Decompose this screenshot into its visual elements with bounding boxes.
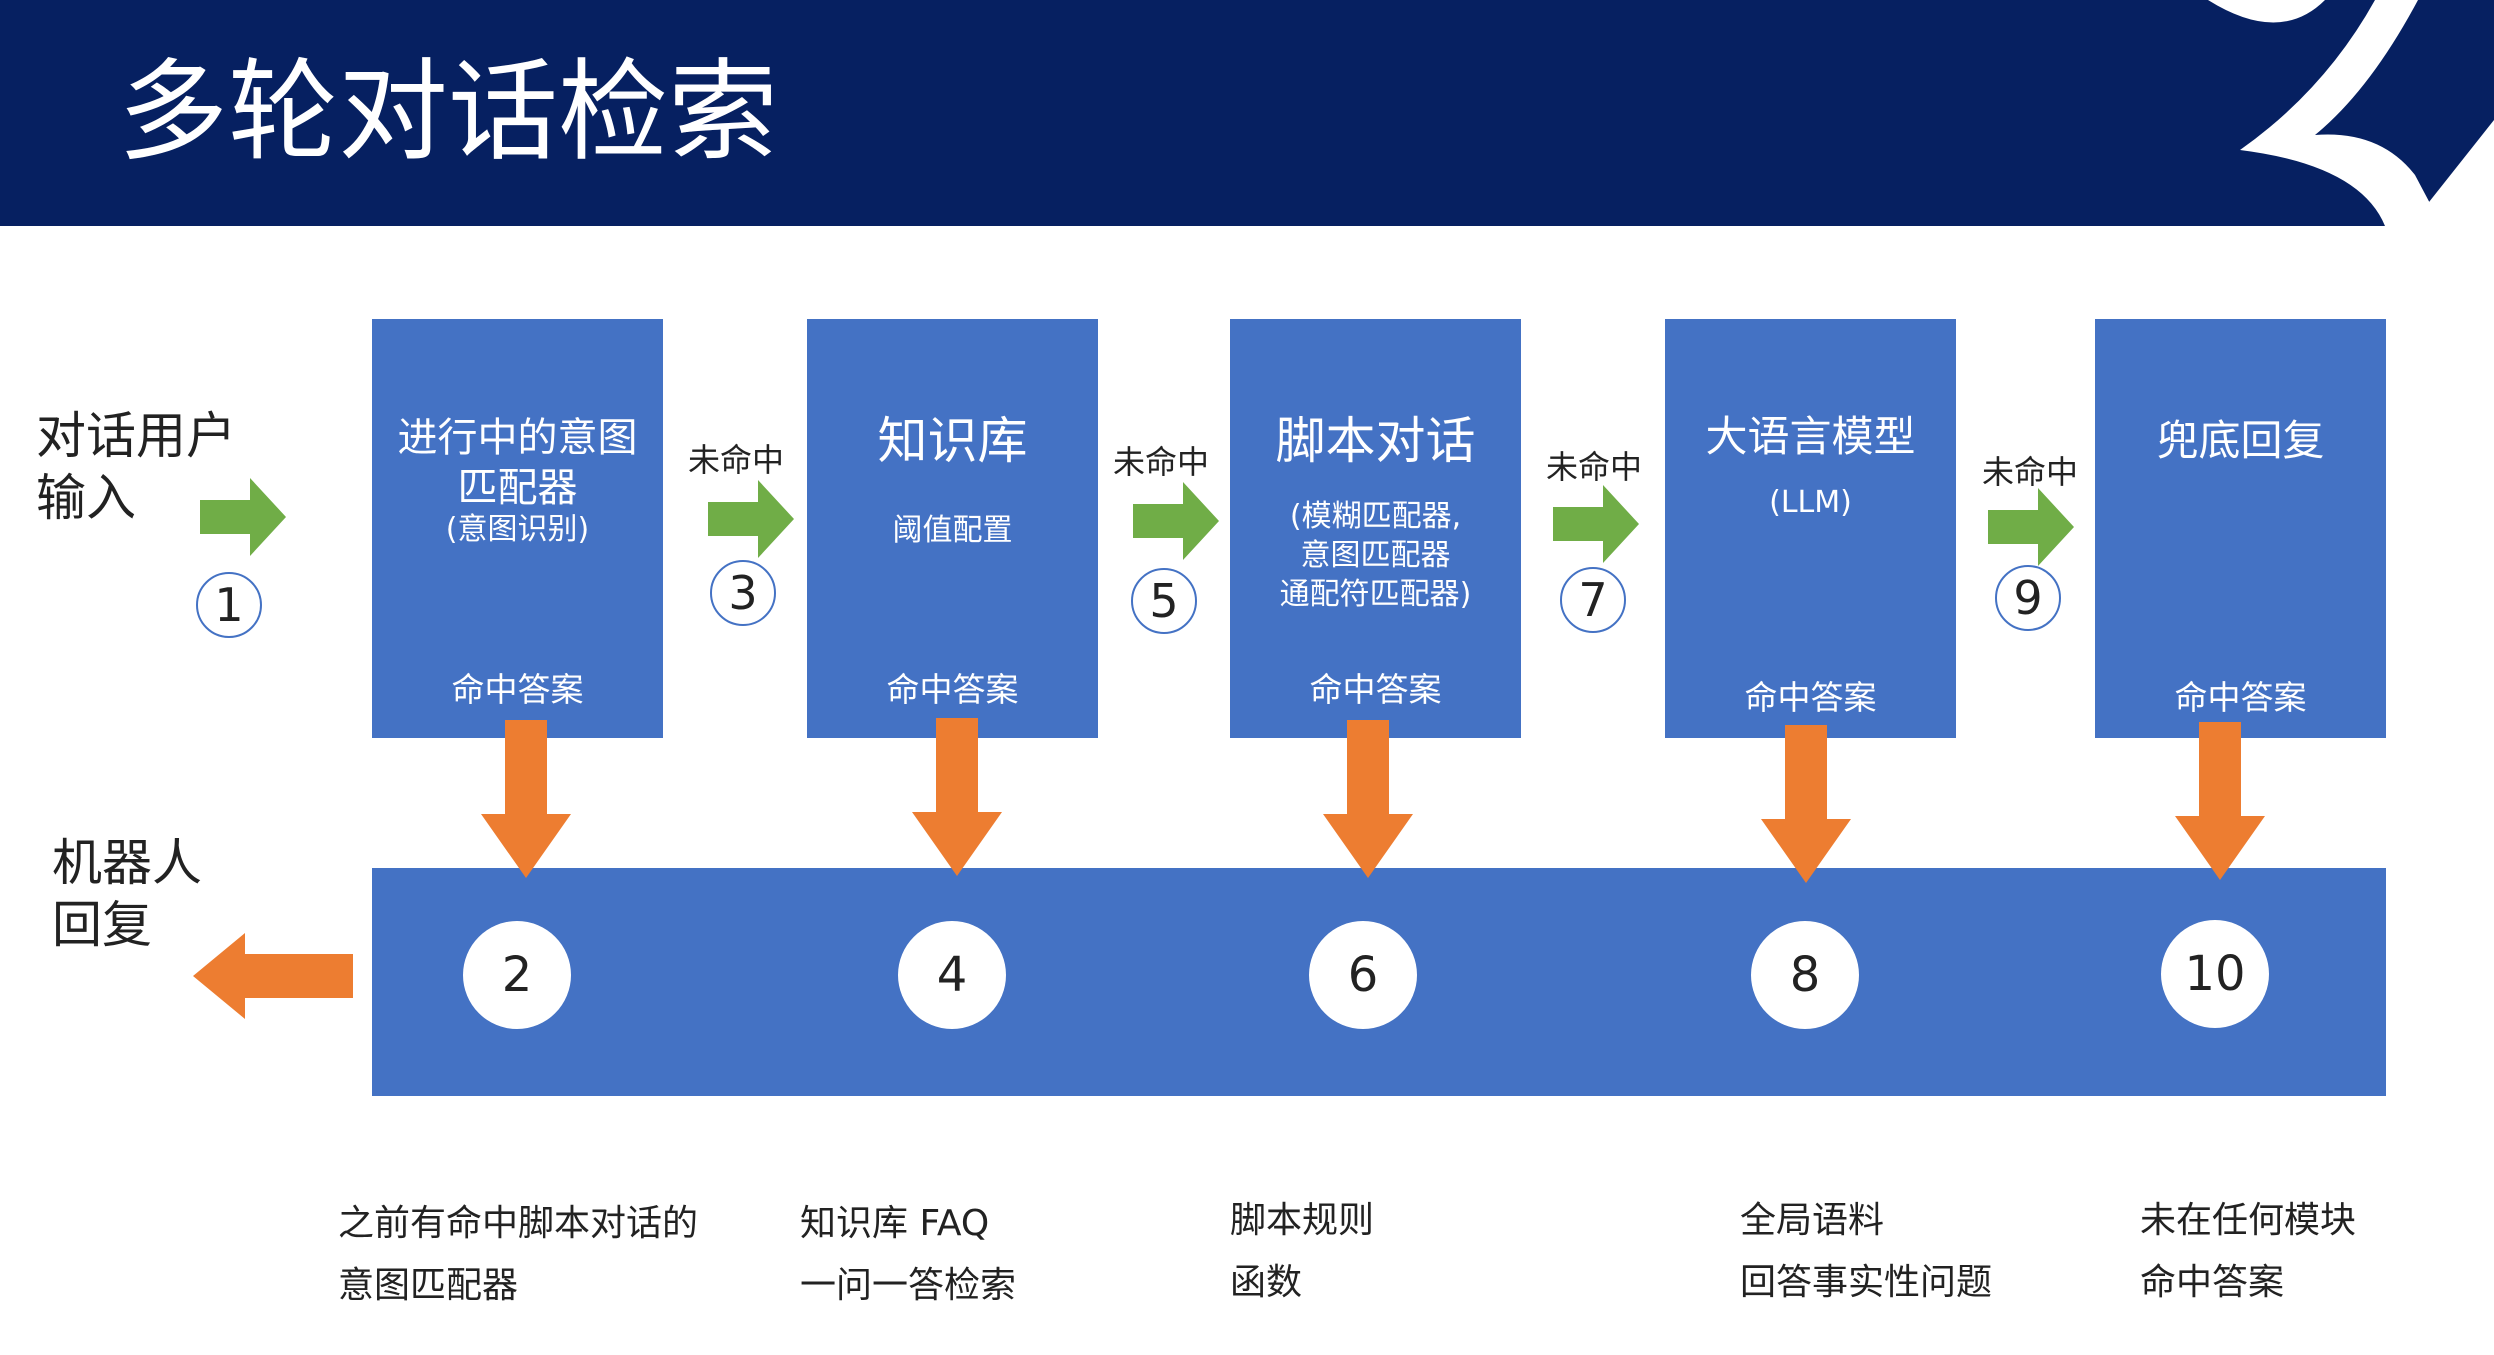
step-7-circle: 7 xyxy=(1560,567,1626,633)
stage-title: 知识库 xyxy=(877,412,1028,470)
start-arrow xyxy=(200,478,286,556)
step-9-circle: 9 xyxy=(1995,565,2061,631)
stage-hit-label: 命中答案 xyxy=(1744,678,1877,717)
stage-note: 全局语料 回答事实性问题 xyxy=(1740,1200,1993,1303)
reply-arrow xyxy=(193,933,353,1019)
hit-arrow xyxy=(1323,720,1413,878)
stage-note: 之前有命中脚本对话的 意图匹配器 xyxy=(338,1203,699,1306)
step-3-circle: 3 xyxy=(710,560,776,626)
stage-note: 未在任何模块 命中答案 xyxy=(2140,1200,2357,1303)
step-6-circle: 6 xyxy=(1309,921,1417,1029)
stage-title: 进行中的意图 匹配器 xyxy=(397,415,638,511)
step-4-circle: 4 xyxy=(898,921,1006,1029)
stage-fallback: 兜底回复 命中答案 xyxy=(2095,319,2386,738)
stage-subtitle: (模糊匹配器, 意图匹配器 通配符匹配器) xyxy=(1279,499,1472,612)
miss-label: 未命中 xyxy=(1982,453,2079,491)
step-2-circle: 2 xyxy=(463,921,571,1029)
hit-arrow xyxy=(481,720,571,878)
stage-note: 知识库 FAQ 一问一答检索 xyxy=(800,1203,1017,1306)
stage-knowledge-base: 知识库 阈值配置 命中答案 xyxy=(807,319,1098,738)
stage-llm: 大语言模型 (LLM) 命中答案 xyxy=(1665,319,1956,738)
miss-arrow xyxy=(1553,485,1639,563)
header-bar xyxy=(0,0,2494,226)
page-title: 多轮对话检索 xyxy=(118,48,778,176)
stage-hit-label: 命中答案 xyxy=(1309,670,1442,709)
miss-arrow xyxy=(1988,488,2074,566)
step-8-circle: 8 xyxy=(1751,921,1859,1029)
user-input-label: 对话用户 输入 xyxy=(36,407,236,527)
stage-hit-label: 命中答案 xyxy=(451,670,584,709)
miss-label: 未命中 xyxy=(688,441,785,479)
stage-subtitle: (意图识别) xyxy=(445,512,590,547)
miss-arrow xyxy=(1133,482,1219,560)
stage-note: 脚本规则 函数 xyxy=(1230,1200,1375,1303)
stage-title: 脚本对话 xyxy=(1275,412,1476,470)
stage-subtitle: 阈值配置 xyxy=(892,513,1013,548)
hit-arrow xyxy=(2175,722,2265,880)
stage-hit-label: 命中答案 xyxy=(886,670,1019,709)
step-1-circle: 1 xyxy=(196,572,262,638)
stage-intent-matcher: 进行中的意图 匹配器 (意图识别) 命中答案 xyxy=(372,319,663,738)
stage-subtitle: (LLM) xyxy=(1769,485,1852,520)
stage-script-dialog: 脚本对话 (模糊匹配器, 意图匹配器 通配符匹配器) 命中答案 xyxy=(1230,319,1521,738)
miss-label: 未命中 xyxy=(1113,443,1210,481)
robot-reply-label: 机器人 回复 xyxy=(52,834,202,954)
stage-title: 大语言模型 xyxy=(1705,412,1916,461)
hit-arrow xyxy=(1761,725,1851,883)
step-5-circle: 5 xyxy=(1131,568,1197,634)
miss-arrow xyxy=(708,480,794,558)
miss-label: 未命中 xyxy=(1546,448,1643,486)
hit-arrow xyxy=(912,718,1002,876)
stage-hit-label: 命中答案 xyxy=(2174,678,2307,717)
step-10-circle: 10 xyxy=(2161,920,2269,1028)
stage-title: 兜底回复 xyxy=(2156,416,2325,465)
header-decoration xyxy=(2165,0,2494,226)
